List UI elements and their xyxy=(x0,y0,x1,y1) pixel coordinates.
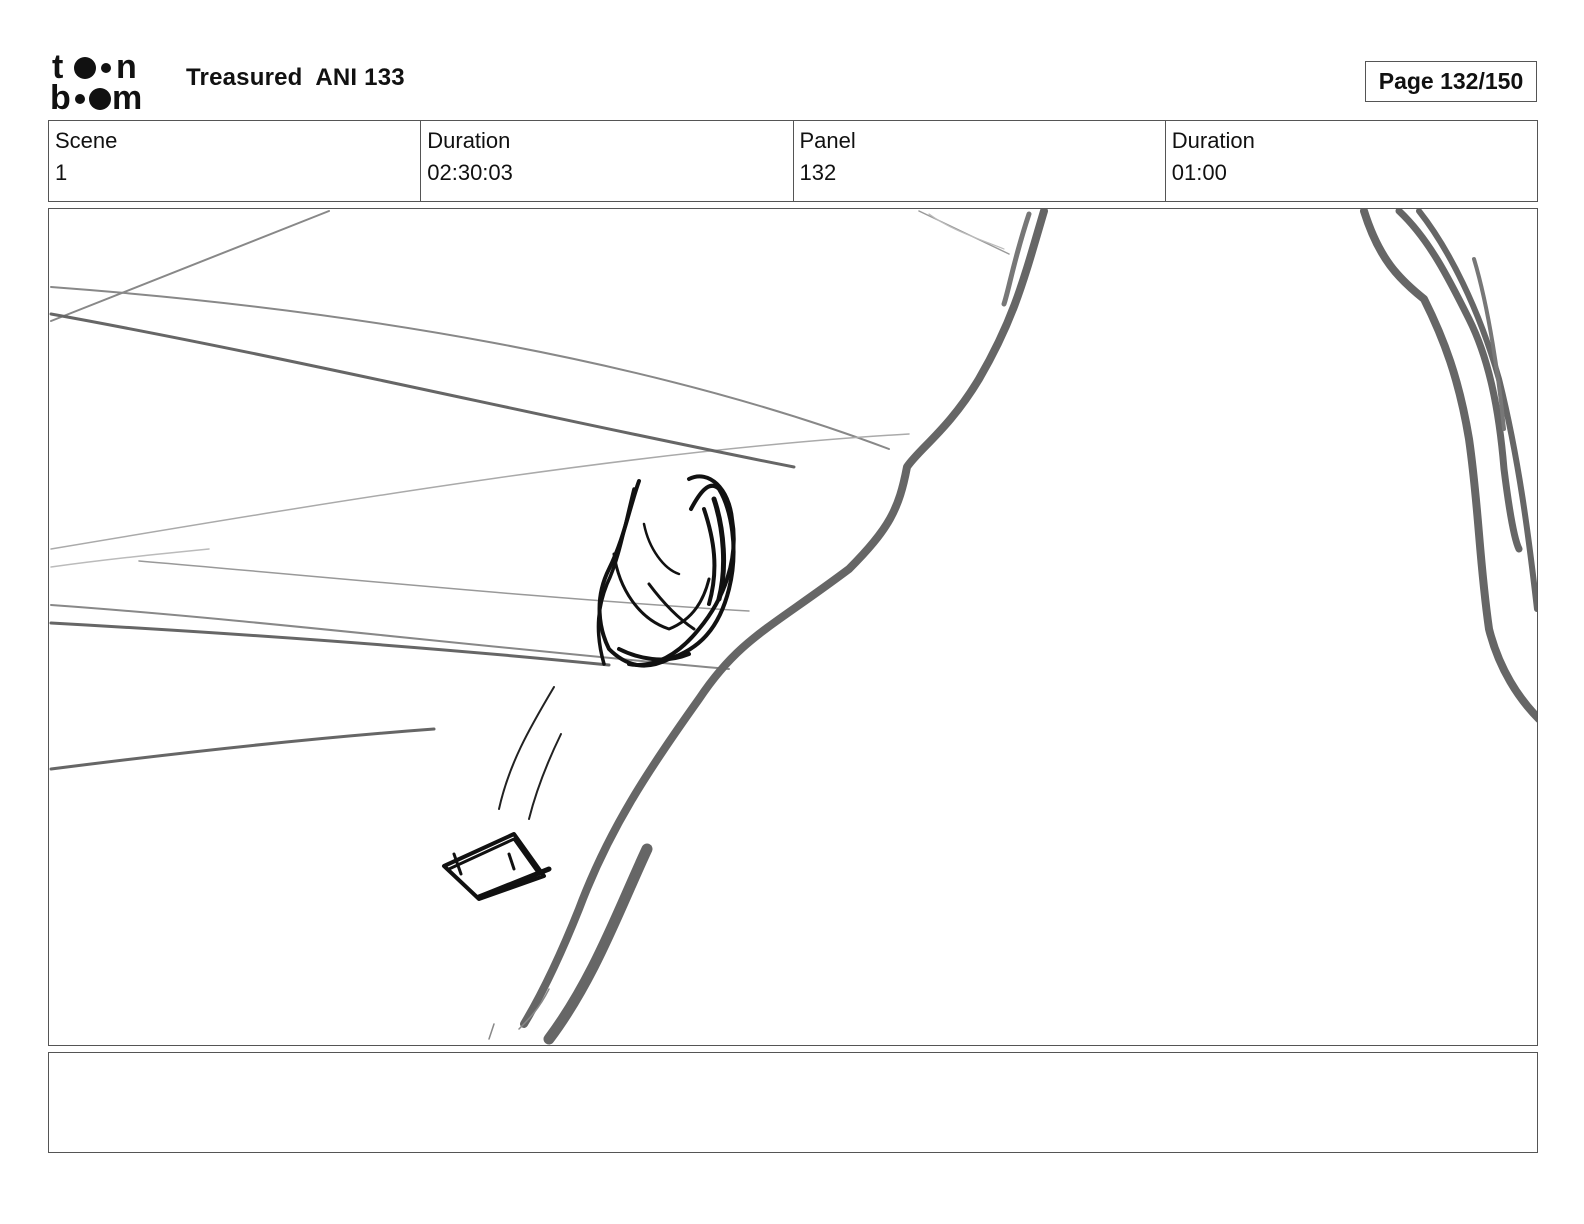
page-indicator: Page 132/150 xyxy=(1365,61,1537,102)
storyboard-panel-drawing xyxy=(48,208,1538,1046)
svg-text:n: n xyxy=(116,50,137,86)
project-title: Treasured ANI 133 xyxy=(186,64,405,91)
panel-label: Panel xyxy=(799,128,856,153)
scene-label: Scene xyxy=(55,128,118,153)
scene-duration-value: 02:30:03 xyxy=(427,160,513,185)
scene-duration-label: Duration xyxy=(427,128,511,153)
panel-value: 132 xyxy=(799,160,837,185)
scene-cell: Scene 1 xyxy=(49,121,422,201)
panel-duration-cell: Duration 01:00 xyxy=(1166,121,1537,201)
svg-text:m: m xyxy=(112,79,142,112)
svg-text:t: t xyxy=(52,50,63,86)
panel-duration-label: Duration xyxy=(1171,128,1255,153)
scene-duration-cell: Duration 02:30:03 xyxy=(421,121,794,201)
svg-text:b: b xyxy=(50,79,71,112)
panel-info-table: Scene 1 Duration 02:30:03 Panel 132 Dura… xyxy=(48,120,1538,202)
sketch-drawing xyxy=(49,209,1537,1045)
panel-cell: Panel 132 xyxy=(794,121,1166,201)
panel-duration-value: 01:00 xyxy=(1171,160,1227,185)
toon-boom-logo: t n b m xyxy=(50,48,165,117)
scene-value: 1 xyxy=(55,160,68,185)
panel-notes-box xyxy=(48,1052,1538,1153)
